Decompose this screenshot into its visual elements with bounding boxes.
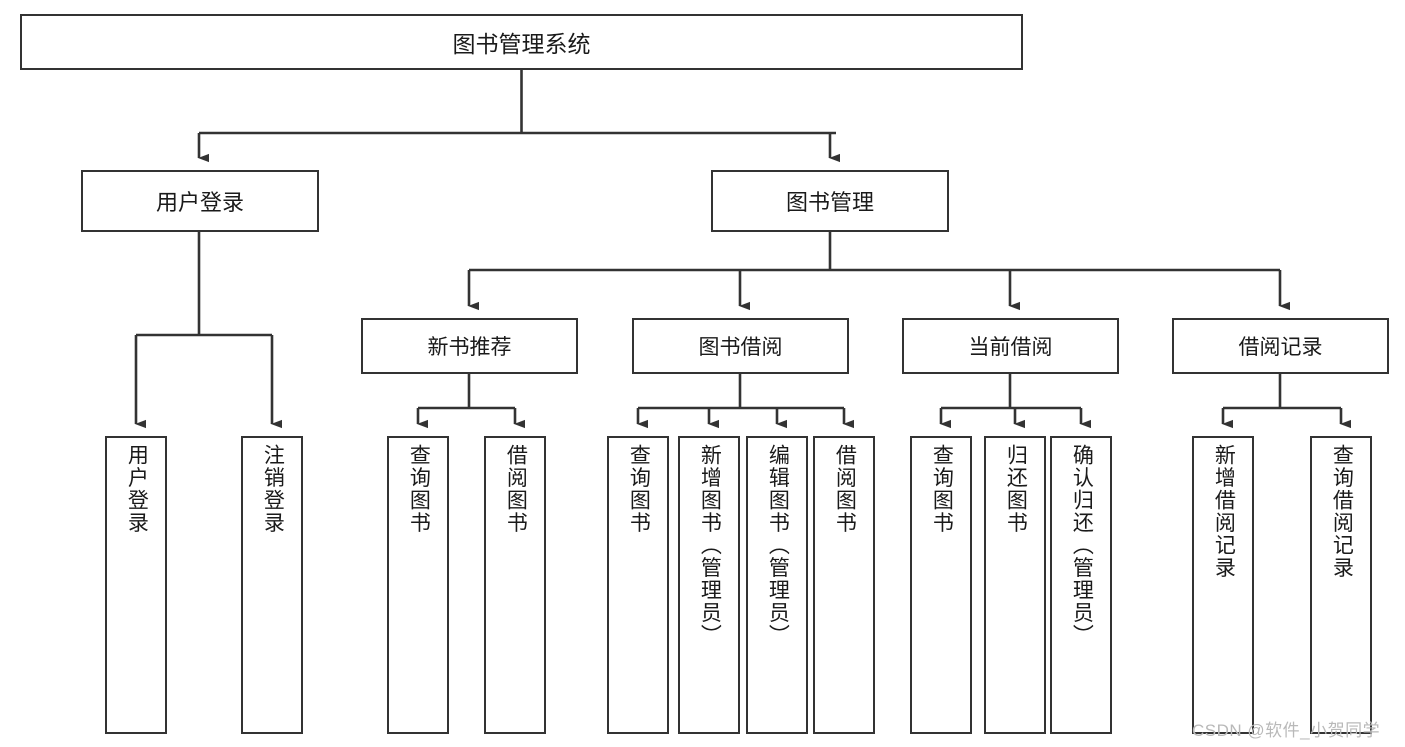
node-book-manage-label: 图书管理	[785, 190, 874, 215]
node-leaf-confirm-return-label: 确认归还（管理员）	[1070, 444, 1094, 647]
node-leaf-add-record[interactable]: 新增借阅记录	[1192, 436, 1254, 734]
node-user-login[interactable]: 用户登录	[81, 170, 319, 232]
node-leaf-return-book-label: 归还图书	[1004, 444, 1028, 534]
node-leaf-query-book-3[interactable]: 查询图书	[910, 436, 972, 734]
node-leaf-add-book[interactable]: 新增图书（管理员）	[678, 436, 740, 734]
node-root-label: 图书管理系统	[452, 31, 591, 57]
node-leaf-query-record-label: 查询借阅记录	[1330, 444, 1354, 579]
node-user-login-label: 用户登录	[155, 190, 244, 215]
node-book-borrow[interactable]: 图书借阅	[632, 318, 849, 374]
node-leaf-edit-book-label: 编辑图书（管理员）	[766, 444, 790, 647]
node-leaf-query-book-2[interactable]: 查询图书	[607, 436, 669, 734]
node-current-borrow[interactable]: 当前借阅	[902, 318, 1119, 374]
node-leaf-query-book-3-label: 查询图书	[930, 444, 954, 534]
node-new-book-recommend[interactable]: 新书推荐	[361, 318, 578, 374]
node-leaf-user-login-label: 用户登录	[125, 444, 149, 534]
node-new-book-recommend-label: 新书推荐	[427, 336, 512, 359]
node-leaf-logout-label: 注销登录	[261, 444, 285, 534]
node-leaf-logout[interactable]: 注销登录	[241, 436, 303, 734]
node-borrow-record-label: 借阅记录	[1238, 336, 1323, 359]
csdn-watermark: CSDN @软件_小贺同学	[1192, 721, 1381, 740]
node-book-manage[interactable]: 图书管理	[711, 170, 949, 232]
node-leaf-return-book[interactable]: 归还图书	[984, 436, 1046, 734]
node-leaf-borrow-book-1-label: 借阅图书	[504, 444, 528, 534]
node-root[interactable]: 图书管理系统	[20, 14, 1023, 70]
node-leaf-add-record-label: 新增借阅记录	[1212, 444, 1236, 579]
node-leaf-borrow-book-1[interactable]: 借阅图书	[484, 436, 546, 734]
node-leaf-query-book-1-label: 查询图书	[407, 444, 431, 534]
node-leaf-confirm-return[interactable]: 确认归还（管理员）	[1050, 436, 1112, 734]
node-leaf-user-login[interactable]: 用户登录	[105, 436, 167, 734]
node-leaf-query-book-2-label: 查询图书	[627, 444, 651, 534]
node-leaf-query-record[interactable]: 查询借阅记录	[1310, 436, 1372, 734]
node-leaf-borrow-book-2[interactable]: 借阅图书	[813, 436, 875, 734]
node-borrow-record[interactable]: 借阅记录	[1172, 318, 1389, 374]
node-book-borrow-label: 图书借阅	[698, 336, 783, 359]
node-leaf-add-book-label: 新增图书（管理员）	[698, 444, 722, 647]
node-current-borrow-label: 当前借阅	[968, 336, 1053, 359]
node-leaf-query-book-1[interactable]: 查询图书	[387, 436, 449, 734]
node-leaf-edit-book[interactable]: 编辑图书（管理员）	[746, 436, 808, 734]
node-leaf-borrow-book-2-label: 借阅图书	[833, 444, 857, 534]
